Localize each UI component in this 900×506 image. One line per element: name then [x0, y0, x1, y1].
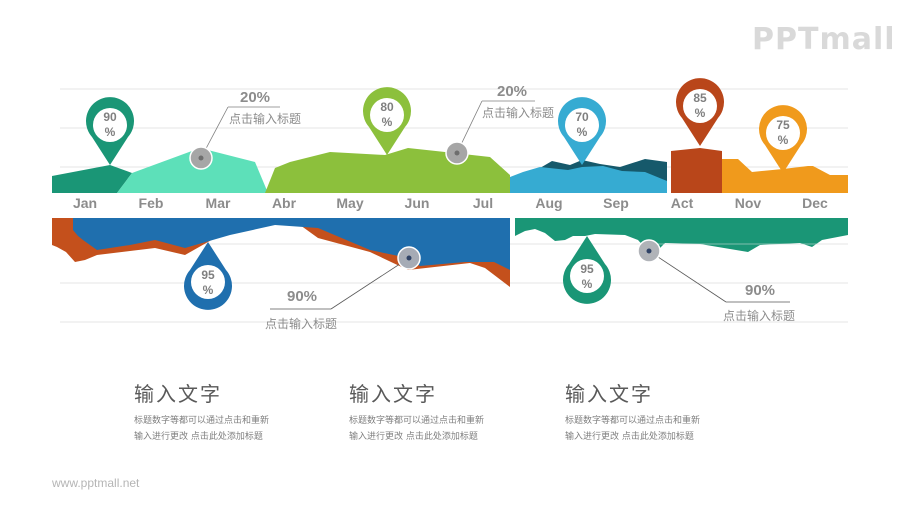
- month-sep: Sep: [603, 195, 629, 211]
- pin-nov-text: 75%: [776, 118, 790, 147]
- month-abr: Abr: [271, 195, 297, 211]
- callout-4-caption[interactable]: 点击输入标题: [723, 309, 796, 323]
- text-block-title[interactable]: 输入文字: [349, 382, 437, 406]
- callout-3-caption[interactable]: 点击输入标题: [265, 317, 338, 331]
- month-dec: Dec: [802, 195, 828, 211]
- bottom-right-areas: [515, 218, 848, 252]
- pin-bottom-right-text: 95%: [580, 262, 594, 291]
- pin-bottom-left: [184, 242, 232, 310]
- pin-aug: [558, 97, 606, 166]
- callout-4-value: 90%: [745, 282, 776, 299]
- area-apr-jul: [265, 148, 510, 193]
- month-jan: Jan: [72, 195, 98, 211]
- callout-2-value: 20%: [497, 83, 528, 100]
- text-block-line[interactable]: 标题数字等都可以通过点击和重新: [565, 416, 701, 426]
- month-jul: Jul: [472, 195, 494, 211]
- area-bottom-right-green: [515, 218, 848, 252]
- callout-1-value: 20%: [240, 89, 271, 106]
- pin-jan: [86, 97, 134, 166]
- month-act: Act: [670, 195, 694, 211]
- area-jan: [52, 165, 132, 193]
- month-nov: Nov: [734, 195, 762, 211]
- callout-2-caption[interactable]: 点击输入标题: [482, 106, 555, 120]
- pin-bottom-right: [563, 236, 611, 304]
- pin-jan-text: 90%: [103, 110, 117, 139]
- pin-act-text: 85%: [693, 91, 707, 120]
- month-mar: Mar: [205, 195, 231, 211]
- month-aug: Aug: [535, 195, 563, 211]
- footer-url[interactable]: www.pptmall.net: [52, 476, 140, 490]
- month-jun: Jun: [404, 195, 430, 211]
- text-block-line[interactable]: 输入进行更改 点击此处添加标题: [349, 432, 478, 442]
- area-bottom-left-blue: [73, 218, 510, 270]
- text-block-2: 输入文字 标题数字等都可以通过点击和重新 输入进行更改 点击此处添加标题: [349, 378, 529, 445]
- pin-may: [363, 87, 411, 156]
- text-block-line[interactable]: 标题数字等都可以通过点击和重新: [134, 416, 270, 426]
- text-block-line[interactable]: 标题数字等都可以通过点击和重新: [349, 416, 485, 426]
- area-nov-dec: [722, 159, 848, 193]
- text-block-1: 输入文字 标题数字等都可以通过点击和重新 输入进行更改 点击此处添加标题: [134, 378, 314, 445]
- text-block-title[interactable]: 输入文字: [565, 382, 653, 406]
- top-pins: [86, 78, 807, 174]
- area-feb-mar: [117, 148, 268, 193]
- text-block-line[interactable]: 输入进行更改 点击此处添加标题: [134, 432, 263, 442]
- area-aug-sep: [510, 166, 667, 193]
- pin-act: [676, 78, 724, 147]
- text-block-3: 输入文字 标题数字等都可以通过点击和重新 输入进行更改 点击此处添加标题: [565, 378, 745, 445]
- pin-aug-text: 70%: [575, 110, 589, 139]
- brand-logo: PPTmall: [752, 22, 896, 57]
- text-block-line[interactable]: 输入进行更改 点击此处添加标题: [565, 432, 694, 442]
- month-may: May: [336, 195, 364, 211]
- text-block-title[interactable]: 输入文字: [134, 382, 222, 406]
- callout-3-value: 90%: [287, 288, 318, 305]
- callout-1-caption[interactable]: 点击输入标题: [229, 112, 302, 126]
- callouts: [189, 100, 790, 310]
- bottom-pins: [184, 236, 611, 310]
- pin-may-text: 80%: [380, 100, 394, 129]
- pin-bottom-left-text: 95%: [201, 268, 215, 297]
- pin-nov: [759, 105, 807, 174]
- bottom-left-areas: [52, 218, 510, 287]
- area-act: [671, 148, 722, 193]
- month-feb: Feb: [138, 195, 164, 211]
